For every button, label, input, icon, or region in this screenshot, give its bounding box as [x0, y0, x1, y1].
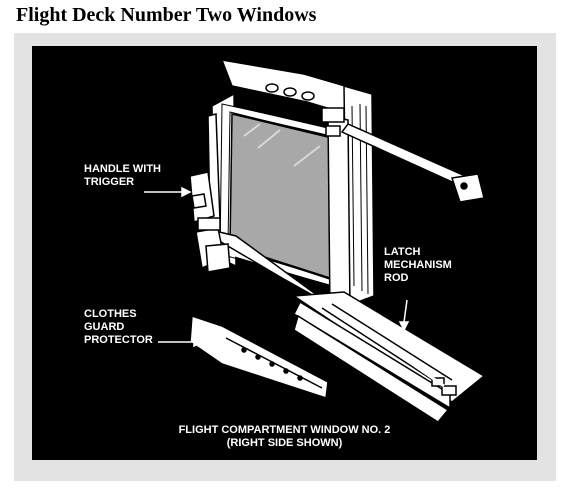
- page-title: Flight Deck Number Two Windows: [16, 4, 317, 26]
- figure-caption-line1: FLIGHT COMPARTMENT WINDOW NO. 2: [178, 424, 391, 436]
- window-diagram: HANDLE WITH TRIGGER LATCH MECHANISM ROD …: [32, 46, 537, 460]
- window-sill: [193, 225, 333, 307]
- label-latch-mechanism-rod: LATCH MECHANISM ROD: [384, 246, 452, 284]
- figure-caption-line2: (RIGHT SIDE SHOWN): [226, 437, 343, 449]
- latch-mechanism-rod: [331, 306, 445, 388]
- label-clothes-guard-protector: CLOTHES GUARD PROTECTOR: [84, 308, 153, 346]
- label-handle-with-trigger: HANDLE WITH TRIGGER: [84, 163, 161, 188]
- leader-clothes-guard-protector: [158, 336, 204, 348]
- handle-trigger: [189, 171, 221, 231]
- window-illustration: [144, 59, 486, 423]
- leader-handle-with-trigger: [144, 186, 192, 198]
- latch-mechanism-track: [291, 291, 486, 423]
- leader-latch-mechanism-rod: [398, 299, 410, 332]
- window-glass-reflection: [243, 123, 321, 167]
- window-prop-arm: [340, 123, 485, 203]
- window-hinge: [321, 107, 351, 313]
